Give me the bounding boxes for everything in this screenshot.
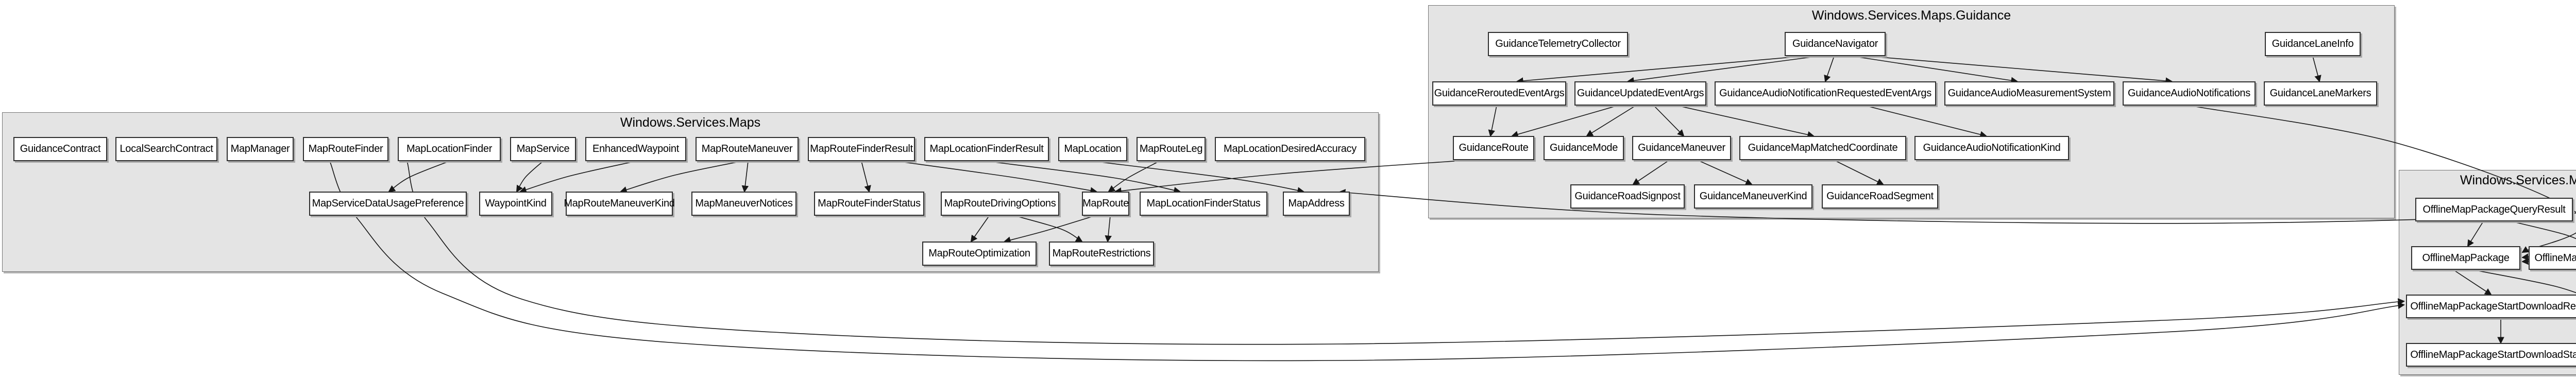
node-label: GuidanceContract	[20, 143, 101, 154]
node-label: GuidanceAudioNotificationKind	[1923, 142, 2061, 153]
node-label: GuidanceLaneMarkers	[2269, 88, 2371, 99]
node-map-route-driving-options: MapRouteDrivingOptions	[941, 192, 1059, 216]
node-map-location-desired-accuracy: MapLocationDesiredAccuracy	[1215, 137, 1365, 161]
node-label: GuidanceRoadSegment	[1826, 191, 1934, 202]
node-label: GuidanceAudioNotificationRequestedEventA…	[1719, 88, 1931, 99]
node-map-service-data-usage-preference: MapServiceDataUsagePreference	[309, 192, 467, 216]
node-label: GuidanceMode	[1549, 142, 1618, 153]
node-label: MapServiceDataUsagePreference	[312, 198, 464, 209]
node-label: GuidanceUpdatedEventArgs	[1577, 88, 1704, 99]
node-map-route-restrictions: MapRouteRestrictions	[1049, 242, 1154, 266]
node-map-manager: MapManager	[227, 137, 294, 161]
node-label: MapRouteManeuverKind	[564, 198, 675, 209]
node-offline-map-package: OfflineMapPackage	[2411, 246, 2520, 270]
node-label: MapManager	[230, 143, 290, 154]
node-guidance-rerouted-event-args: GuidanceReroutedEventArgs	[1432, 81, 1566, 106]
node-label: MapRouteFinderStatus	[818, 198, 921, 209]
node-waypoint-kind: WaypointKind	[479, 192, 552, 216]
node-guidance-mode: GuidanceMode	[1544, 136, 1624, 160]
node-label: OfflineMapPackageStartDownloadResult	[2410, 300, 2576, 312]
node-guidance-contract: GuidanceContract	[13, 137, 107, 161]
node-guidance-audio-notifications: GuidanceAudioNotifications	[2123, 81, 2256, 106]
node-label: EnhancedWaypoint	[592, 143, 679, 154]
node-label: GuidanceRoadSignpost	[1574, 191, 1681, 202]
cluster-title-windows-services-maps-offline-maps: Windows.Services.Maps.OfflineMaps	[2460, 173, 2576, 187]
node-guidance-navigator: GuidanceNavigator	[1785, 32, 1886, 56]
node-label: MapLocationFinder	[406, 143, 493, 154]
node-offline-map-package-query-status: OfflineMapPackageQueryStatus	[2529, 246, 2576, 270]
node-label: WaypointKind	[485, 198, 547, 209]
node-label: MapRouteOptimization	[928, 248, 1030, 259]
cluster-title-windows-services-maps-guidance: Windows.Services.Maps.Guidance	[1811, 8, 2011, 23]
node-map-route: MapRoute	[1082, 192, 1129, 216]
node-guidance-route: GuidanceRoute	[1453, 136, 1534, 160]
node-label: GuidanceManeuverKind	[1699, 191, 1807, 202]
node-label: OfflineMapPackage	[2422, 252, 2510, 264]
node-map-service: MapService	[510, 137, 576, 161]
node-local-search-contract: LocalSearchContract	[115, 137, 217, 161]
node-label: MapRouteLeg	[1139, 143, 1203, 154]
node-label: MapService	[516, 143, 570, 154]
node-label: LocalSearchContract	[120, 143, 213, 154]
node-offline-map-package-start-download-result: OfflineMapPackageStartDownloadResult	[2406, 295, 2576, 318]
node-label: OfflineMapPackageQueryResult	[2422, 203, 2566, 215]
node-map-location-finder: MapLocationFinder	[398, 137, 501, 161]
node-label: GuidanceManeuver	[1638, 142, 1725, 153]
node-label: MapRouteFinder	[308, 143, 383, 154]
node-guidance-updated-event-args: GuidanceUpdatedEventArgs	[1574, 81, 1706, 106]
node-label: GuidanceRoute	[1459, 142, 1529, 153]
node-map-route-leg: MapRouteLeg	[1137, 137, 1206, 161]
node-guidance-telemetry-collector: GuidanceTelemetryCollector	[1488, 32, 1628, 56]
node-label: MapRouteManeuver	[701, 143, 793, 154]
node-map-route-optimization: MapRouteOptimization	[922, 242, 1037, 266]
node-map-route-finder-result: MapRouteFinderResult	[808, 137, 915, 161]
node-label: MapLocationDesiredAccuracy	[1224, 143, 1357, 154]
node-label: GuidanceNavigator	[1792, 38, 1878, 49]
node-guidance-maneuver-kind: GuidanceManeuverKind	[1694, 184, 1812, 209]
node-label: MapLocationFinderStatus	[1146, 198, 1261, 209]
cluster-title-windows-services-maps: Windows.Services.Maps	[620, 115, 761, 130]
node-label: OfflineMapPackageStartDownloadStatus	[2410, 349, 2576, 360]
node-label: GuidanceMapMatchedCoordinate	[1748, 142, 1898, 153]
node-guidance-road-segment: GuidanceRoadSegment	[1822, 184, 1938, 209]
node-label: MapAddress	[1288, 198, 1345, 209]
node-guidance-maneuver: GuidanceManeuver	[1632, 136, 1731, 160]
node-label: GuidanceReroutedEventArgs	[1434, 88, 1565, 99]
node-map-route-maneuver-kind: MapRouteManeuverKind	[564, 192, 675, 216]
node-guidance-audio-notification-kind: GuidanceAudioNotificationKind	[1914, 136, 2069, 160]
node-map-maneuver-notices: MapManeuverNotices	[691, 192, 796, 216]
node-map-location: MapLocation	[1058, 137, 1127, 161]
node-offline-map-package-query-result: OfflineMapPackageQueryResult	[2415, 198, 2573, 221]
node-label: GuidanceTelemetryCollector	[1495, 38, 1621, 49]
node-label: GuidanceAudioNotifications	[2128, 88, 2250, 99]
node-label: GuidanceLaneInfo	[2272, 38, 2354, 49]
node-label: MapRouteFinderResult	[810, 143, 913, 154]
node-map-route-finder-status: MapRouteFinderStatus	[814, 192, 924, 216]
node-guidance-audio-measurement-system: GuidanceAudioMeasurementSystem	[1944, 81, 2114, 106]
node-label: MapLocationFinderResult	[929, 143, 1044, 154]
node-label: MapRouteDrivingOptions	[944, 198, 1056, 209]
node-map-route-maneuver: MapRouteManeuver	[696, 137, 799, 161]
node-map-address: MapAddress	[1283, 192, 1350, 216]
node-guidance-road-signpost: GuidanceRoadSignpost	[1570, 184, 1685, 209]
node-guidance-lane-markers: GuidanceLaneMarkers	[2264, 81, 2377, 106]
node-label: MapRouteRestrictions	[1052, 248, 1151, 259]
node-guidance-audio-notification-requested-event-args: GuidanceAudioNotificationRequestedEventA…	[1715, 81, 1936, 106]
node-guidance-lane-info: GuidanceLaneInfo	[2265, 32, 2361, 56]
node-guidance-map-matched-coordinate: GuidanceMapMatchedCoordinate	[1739, 136, 1906, 160]
node-label: MapRoute	[1082, 198, 1129, 209]
node-map-route-finder: MapRouteFinder	[303, 137, 388, 161]
node-map-location-finder-result: MapLocationFinderResult	[924, 137, 1049, 161]
node-enhanced-waypoint: EnhancedWaypoint	[585, 137, 686, 161]
node-label: OfflineMapPackageQueryStatus	[2534, 252, 2576, 264]
node-offline-map-package-start-download-status: OfflineMapPackageStartDownloadStatus	[2406, 343, 2576, 367]
node-label: MapLocation	[1064, 143, 1122, 154]
node-label: MapManeuverNotices	[695, 198, 793, 209]
node-map-location-finder-status: MapLocationFinderStatus	[1140, 192, 1267, 216]
node-label: GuidanceAudioMeasurementSystem	[1947, 88, 2111, 99]
